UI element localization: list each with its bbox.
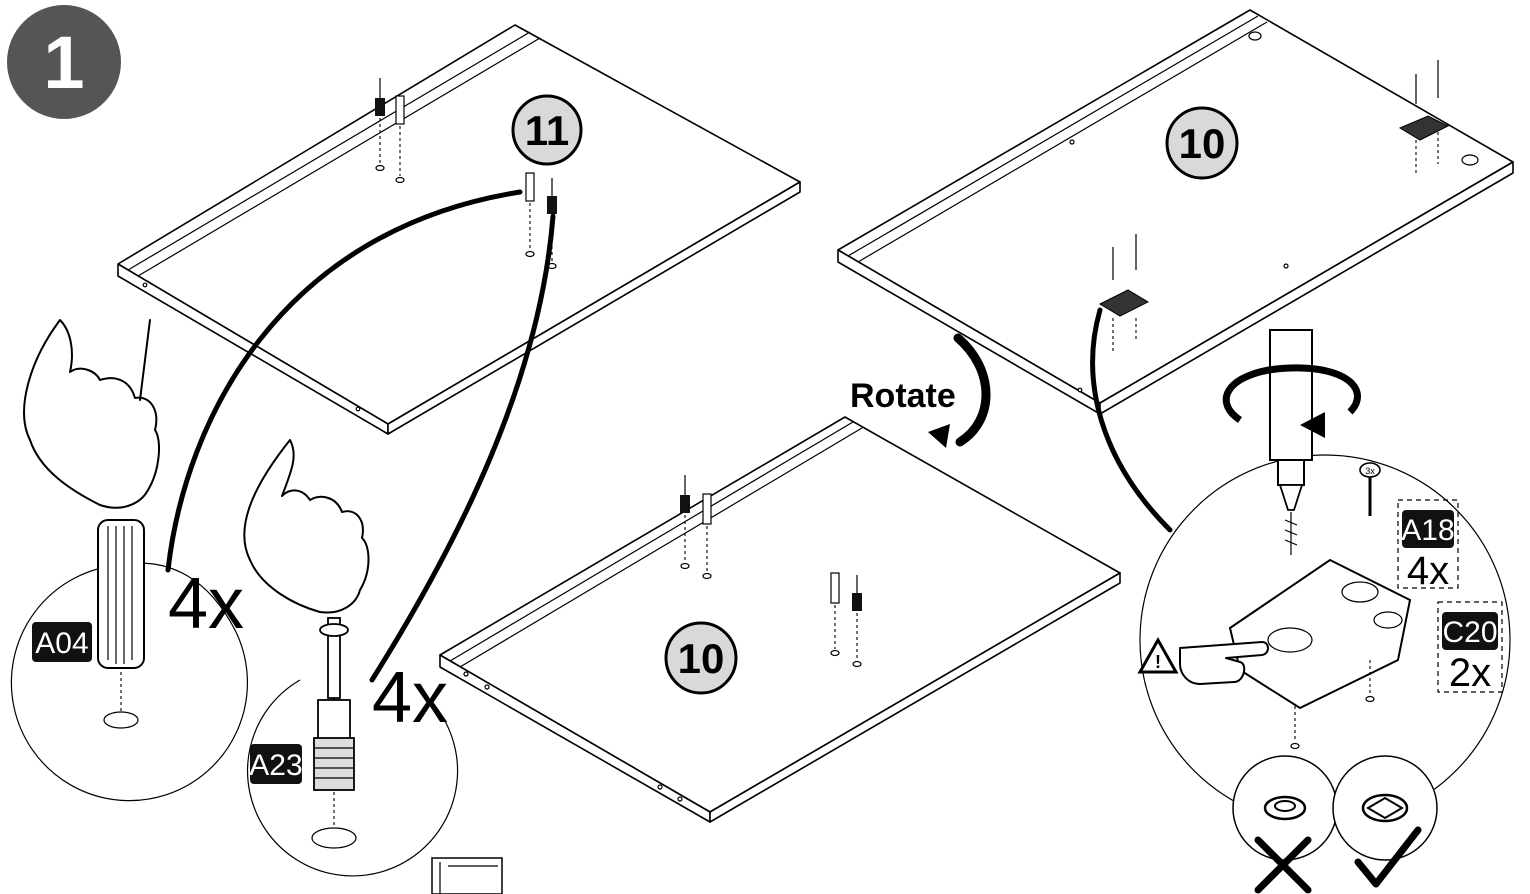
rotate-instruction: Rotate (850, 333, 991, 448)
rotation-arrow-icon (1222, 364, 1361, 423)
step-number: 1 (43, 21, 84, 104)
panel-label-10: 10 (664, 621, 738, 695)
part-code: A04 (35, 627, 88, 660)
panel-11: 11 (117, 24, 801, 435)
part-quantity: 4x (372, 658, 448, 738)
hinge-mounting-plate (1398, 60, 1450, 176)
partial-frame (431, 857, 503, 894)
cam-bolt (852, 575, 862, 668)
svg-text:!: ! (1155, 652, 1161, 672)
part-badge-a04: A04 (32, 622, 92, 662)
panel-number: 11 (525, 107, 569, 154)
panel-number: 10 (1179, 120, 1226, 167)
part-quantity: 4x (1407, 549, 1449, 593)
hinge-mounting-plate (1098, 234, 1150, 352)
incorrect-example (1232, 755, 1338, 894)
part-quantity: 2x (1449, 651, 1491, 695)
detail-callout-a23: A23 4x (243, 439, 459, 877)
detail-callout-hinge: 3x ! A18 4x C20 2x (1137, 329, 1511, 826)
panel-10-middle: 10 (439, 416, 1121, 823)
dowel-a04 (97, 519, 145, 669)
part-code: C20 (1442, 616, 1497, 649)
rotate-arrow-icon (953, 333, 991, 447)
part-code: A23 (249, 749, 302, 782)
rotate-label: Rotate (850, 377, 956, 415)
connector-line (1090, 307, 1173, 533)
part-code: A18 (1401, 514, 1454, 547)
part-badge-a18: A18 (1401, 510, 1455, 548)
step-badge: 1 (7, 5, 121, 119)
screw-a18: 3x (1359, 462, 1381, 516)
wooden-dowel (395, 95, 405, 184)
hinge-plate-c20 (1228, 558, 1412, 710)
panel-label-10: 10 (1165, 106, 1239, 180)
checkmark-icon (1354, 826, 1422, 888)
hand-illustration (23, 319, 160, 509)
screwdriver-icon (1269, 329, 1313, 555)
warning-icon: ! (1137, 636, 1179, 674)
screw-head-marking: 3x (1365, 466, 1375, 476)
pointing-hand-icon (1179, 641, 1269, 685)
cam-bolt-a23 (313, 617, 355, 791)
connector-line (165, 189, 523, 573)
detail-callout-a04: A04 4x (10, 319, 249, 802)
panel-number: 10 (678, 635, 725, 682)
part-quantity: 4x (168, 564, 244, 644)
part-badge-a23: A23 (249, 744, 303, 784)
cam-bolt (680, 475, 690, 570)
panel-label-11: 11 (511, 94, 583, 166)
cross-icon (1254, 836, 1312, 894)
cam-bolt (375, 78, 385, 172)
part-badge-c20: C20 (1442, 612, 1498, 650)
wooden-dowel (525, 172, 535, 258)
wooden-dowel (702, 493, 712, 580)
panel-10-right: 10 (837, 9, 1514, 415)
connector-line (369, 213, 556, 683)
correct-example (1332, 755, 1438, 888)
wooden-dowel (830, 572, 840, 657)
hand-illustration (243, 439, 370, 614)
